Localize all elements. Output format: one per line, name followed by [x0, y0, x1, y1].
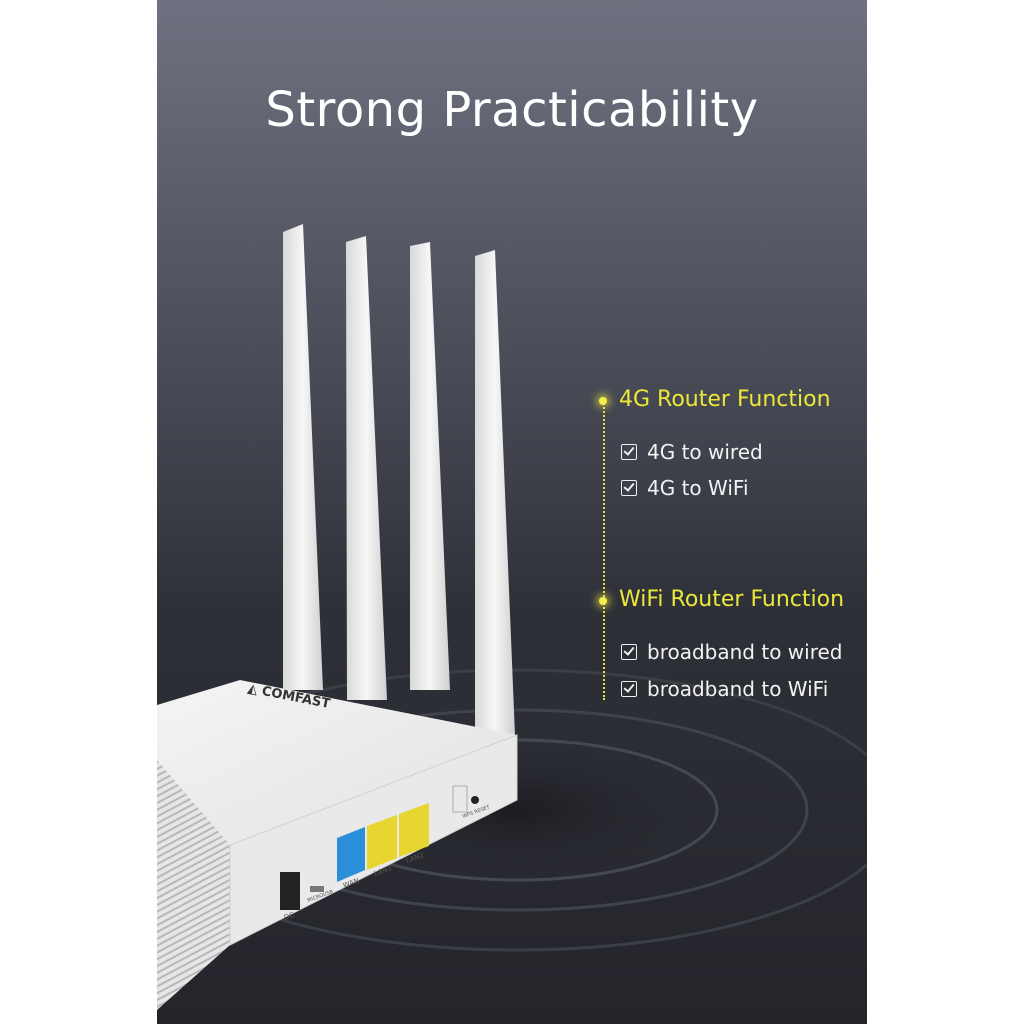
- checkbox-icon: [621, 644, 637, 660]
- lan1-port[interactable]: [367, 815, 397, 870]
- reset-button[interactable]: [471, 796, 479, 804]
- antenna: [283, 224, 323, 690]
- checkbox-icon: [621, 480, 637, 496]
- checkbox-icon: [621, 444, 637, 460]
- page-title: Strong Practicability: [265, 82, 759, 138]
- bullet-dot: [599, 597, 607, 605]
- product-panel: ◭ COMFAST DC MICROUSB WAN LAN1 LAN2 WPS …: [157, 0, 867, 1024]
- feature-item-label: 4G to wired: [647, 440, 763, 464]
- dc-jack: [280, 872, 300, 910]
- antenna: [475, 250, 515, 735]
- antenna: [346, 236, 387, 700]
- feature-item: broadband to wired: [621, 640, 842, 664]
- feature-item: 4G to WiFi: [621, 476, 749, 500]
- ripple: [157, 668, 867, 952]
- bullet-dot: [599, 397, 607, 405]
- wan-port[interactable]: [337, 827, 365, 882]
- antennas: [283, 224, 515, 735]
- usb-port: [310, 886, 324, 892]
- feature-item-label: broadband to wired: [647, 640, 843, 664]
- checkbox-icon: [621, 681, 637, 697]
- dotted-line: [603, 400, 605, 700]
- feature-heading: WiFi Router Function: [619, 587, 845, 612]
- lan2-port[interactable]: [399, 803, 429, 857]
- router-top: [157, 680, 517, 845]
- router-illustration: ◭ COMFAST DC MICROUSB WAN LAN1 LAN2 WPS …: [157, 224, 867, 1010]
- feature-item-label: 4G to WiFi: [647, 476, 749, 500]
- feature-item: broadband to WiFi: [621, 677, 828, 701]
- dc-label: DC: [283, 911, 295, 922]
- antenna: [410, 242, 450, 690]
- feature-item: 4G to wired: [621, 440, 763, 464]
- router-left-side: [157, 710, 230, 1010]
- sim-slot: [452, 785, 468, 813]
- feature-item-label: broadband to WiFi: [647, 677, 829, 701]
- feature-heading: 4G Router Function: [619, 387, 831, 412]
